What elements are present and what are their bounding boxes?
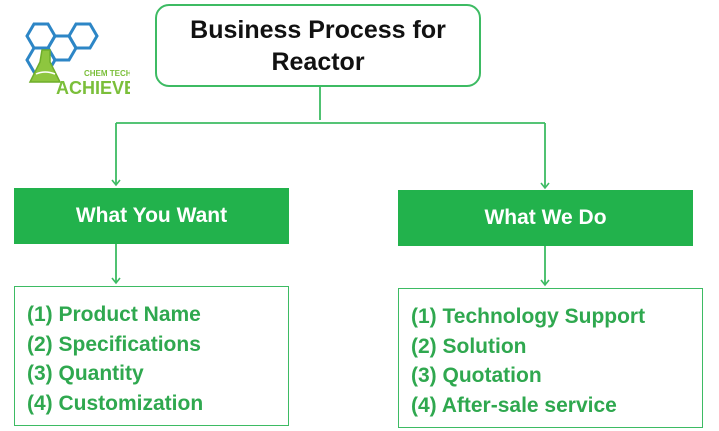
list-item: (3) Quantity [27,362,144,385]
list-item: (4) After-sale service [411,393,617,417]
list-item: (2) Solution [411,334,527,358]
what-you-want-list: (1) Product Name (2) Specifications (3) … [14,286,289,426]
what-we-do-header: What We Do [398,190,693,246]
title-line-2: Reactor [271,47,365,76]
what-we-do-list: (1) Technology Support (2) Solution (3) … [398,288,703,428]
title-box: Business Process for Reactor [155,4,481,87]
logo-brand-text: ACHIEVE [56,78,130,96]
chemtech-achieve-logo: CHEM TECH ACHIEVE [18,16,136,98]
list-item: (1) Product Name [27,303,201,326]
list-item: (4) Customization [27,391,204,415]
what-you-want-header: What You Want [14,188,289,244]
hexagon-flask-logo-icon: CHEM TECH ACHIEVE [25,22,136,98]
list-item: (1) Technology Support [411,305,646,328]
list-item: (3) Quotation [411,364,542,387]
logo-small-text: CHEM TECH [84,69,130,78]
title-line-1: Business Process for [190,15,446,44]
what-you-want-label: What You Want [75,204,228,227]
what-we-do-label: What We Do [484,206,607,229]
list-item: (2) Specifications [27,332,201,356]
